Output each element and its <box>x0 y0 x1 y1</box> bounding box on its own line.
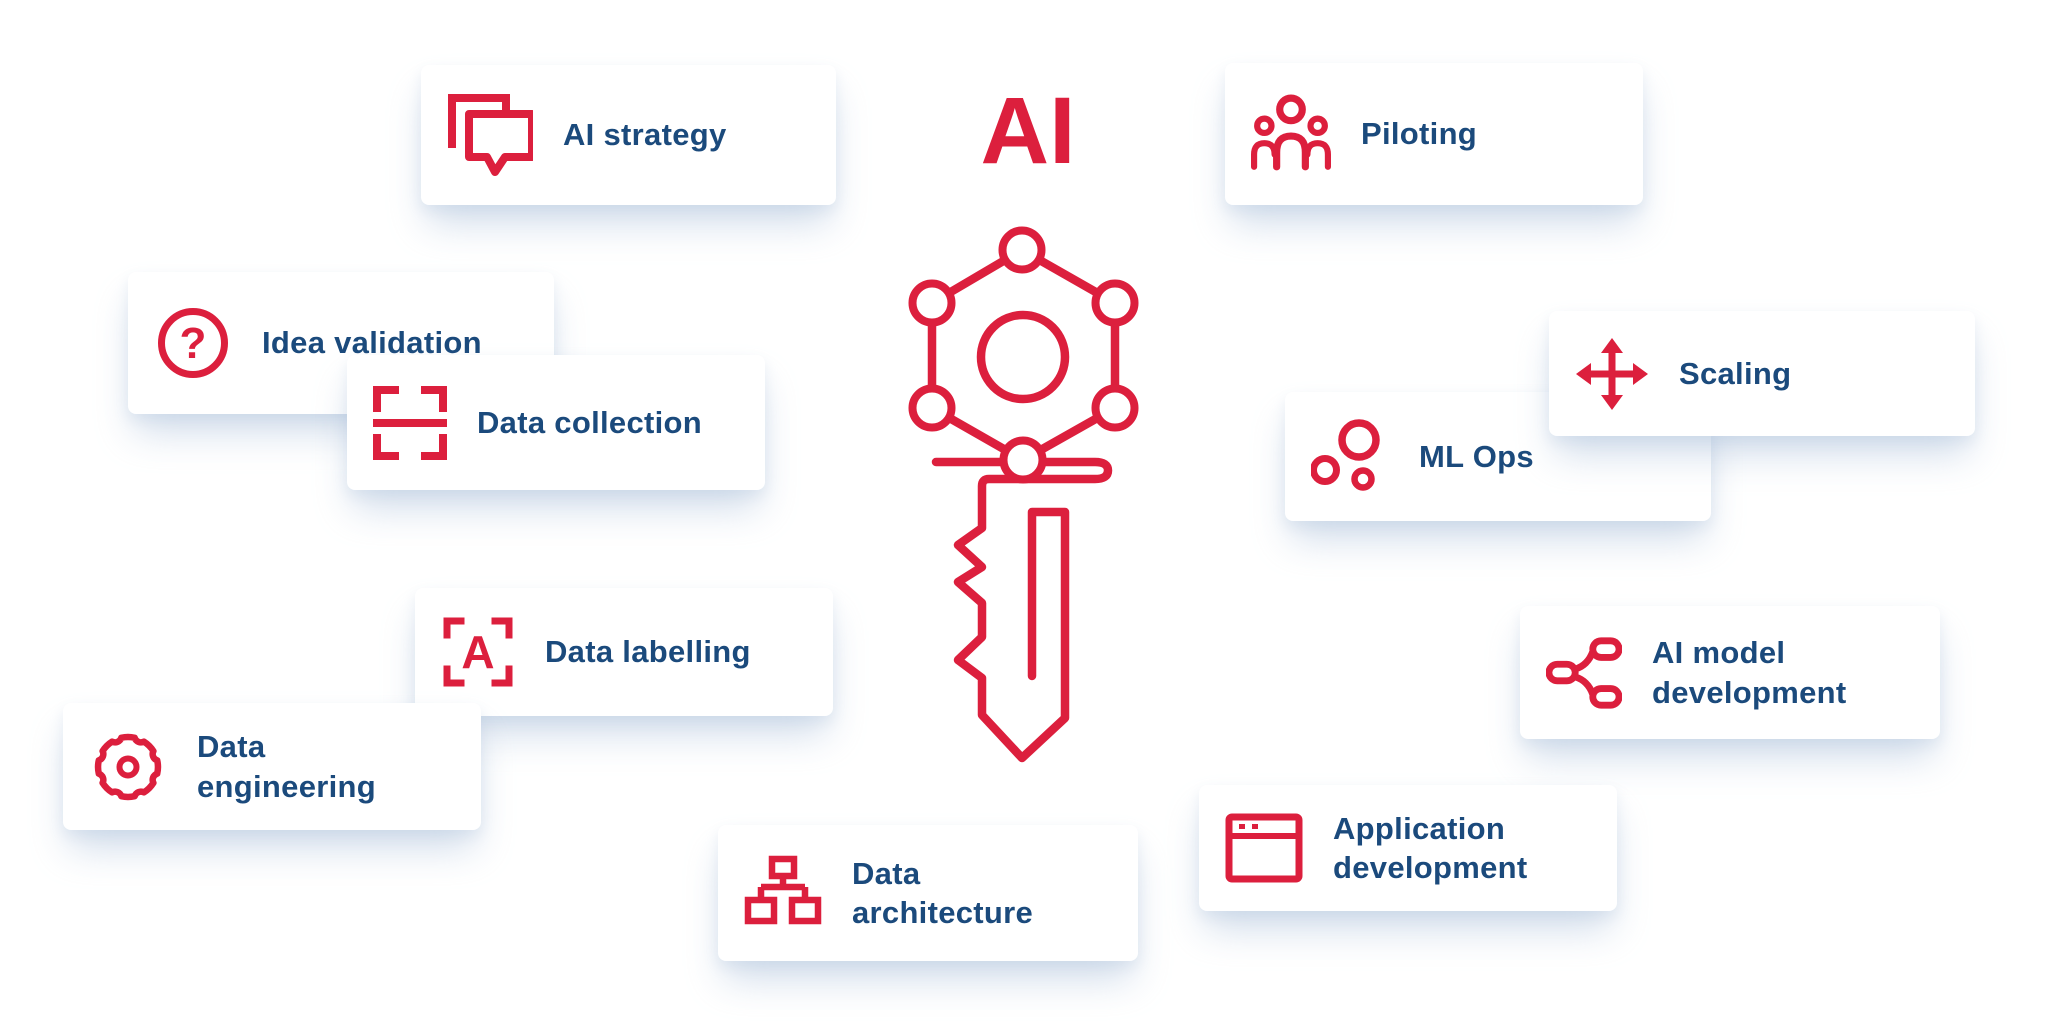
gear-icon <box>89 728 167 806</box>
card-application-development: Application development <box>1199 785 1617 911</box>
card-label: Piloting <box>1361 116 1478 152</box>
card-label: AI strategy <box>563 117 727 153</box>
card-label: AI model development <box>1652 635 1847 710</box>
svg-text:A: A <box>461 626 494 678</box>
svg-text:?: ? <box>180 319 207 368</box>
card-label: Data labelling <box>545 634 751 670</box>
card-label: ML Ops <box>1419 438 1534 474</box>
bubbles-icon <box>1311 418 1389 496</box>
card-idea-validation: ? Idea validation <box>128 272 554 414</box>
card-label: Data collection <box>477 404 702 440</box>
move-arrows-icon <box>1575 337 1649 411</box>
card-data-labelling: A Data labelling <box>415 588 833 716</box>
card-label: Data engineering <box>197 729 376 804</box>
ai-title: AI <box>980 78 1076 184</box>
card-ai-model-development: AI model development <box>1520 606 1940 739</box>
org-chart-icon <box>744 854 822 932</box>
browser-window-icon <box>1225 809 1303 887</box>
card-label: Idea validation <box>262 325 482 361</box>
card-label: Scaling <box>1679 355 1792 391</box>
ai-key-icon <box>901 225 1149 775</box>
card-data-collection: Data collection <box>347 355 765 490</box>
card-data-engineering: Data engineering <box>63 703 481 830</box>
card-label: Application development <box>1333 810 1528 885</box>
card-scaling: Scaling <box>1549 311 1975 436</box>
model-tree-icon <box>1546 634 1622 712</box>
question-circle-icon: ? <box>154 304 232 382</box>
card-data-architecture: Data architecture <box>718 825 1138 961</box>
scan-frame-icon <box>373 385 447 460</box>
card-ai-strategy: AI strategy <box>421 65 836 205</box>
card-label: Data architecture <box>852 855 1034 930</box>
people-group-icon <box>1251 94 1331 174</box>
card-piloting: Piloting <box>1225 63 1643 205</box>
label-a-frame-icon: A <box>441 615 515 689</box>
chat-bubbles-icon <box>447 92 533 178</box>
